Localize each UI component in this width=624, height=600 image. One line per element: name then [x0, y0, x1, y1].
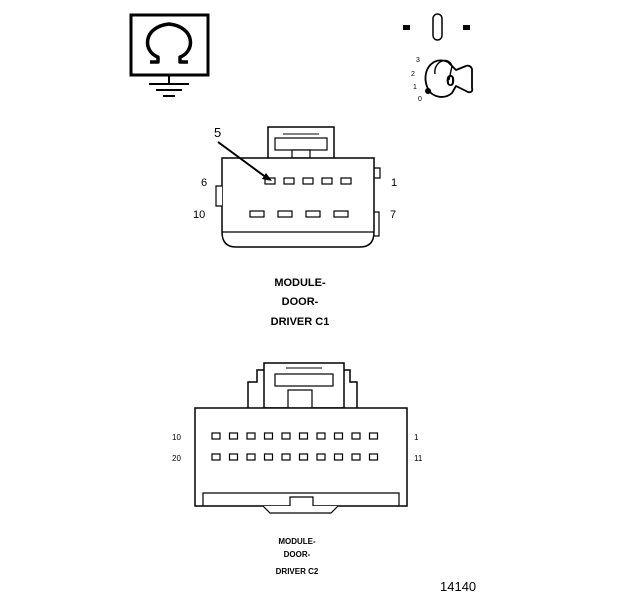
c1-callout-arrowhead [262, 173, 272, 181]
fuse-link-icon [432, 13, 443, 41]
c1-cavity [264, 177, 276, 185]
c1-cavity [277, 210, 293, 218]
c1-pin-label-10: 10 [193, 209, 205, 221]
c2-cavity [263, 432, 274, 440]
c2-cavity [351, 432, 361, 440]
connector-c1: 6 1 10 7 5 MODULE- DOOR- DRIVER C1 [193, 125, 397, 328]
c2-pin-label-1: 1 [414, 433, 419, 442]
c2-cavity [316, 453, 326, 461]
omega-icon [145, 22, 193, 64]
c2-cavity [298, 432, 309, 440]
c1-latch-inner [274, 137, 328, 151]
c1-cavity-group [249, 177, 352, 218]
c2-pin-label-11: 11 [414, 454, 423, 463]
key-position-dot [425, 88, 431, 94]
c1-cavity [321, 177, 333, 185]
c1-pin-label-7: 7 [390, 209, 396, 221]
c1-title-line-3: DRIVER C1 [271, 316, 330, 328]
c1-cavity [333, 210, 349, 218]
c1-pin-label-6: 6 [201, 177, 207, 189]
c2-title-line-3: DRIVER C2 [276, 567, 319, 576]
c2-bottom-rail [202, 492, 400, 506]
c2-title-line-2: DOOR- [284, 550, 311, 559]
c2-cavity [333, 432, 344, 440]
c1-title-line-1: MODULE- [274, 277, 326, 289]
c1-side-rib-left [215, 185, 222, 207]
c2-cavity [316, 432, 326, 440]
ignition-position-3: 3 [416, 57, 420, 64]
c2-cavity [368, 453, 379, 461]
ignition-key-stem [434, 59, 453, 81]
c2-cavity [228, 432, 239, 440]
c2-latch-tab [287, 389, 313, 409]
c1-callout-label: 5 [214, 125, 221, 140]
disconnect-mark-right [463, 25, 470, 30]
connector-c2: 10 1 20 11 MODULE- DOOR- DRIVER C2 [172, 362, 423, 576]
c2-cavity [281, 432, 291, 440]
c1-housing [221, 157, 375, 248]
c2-cavity [263, 453, 274, 461]
ohmmeter-symbol [129, 13, 210, 97]
ignition-switch-symbol: 3 2 1 0 0 [403, 13, 474, 103]
c2-pin-label-10: 10 [172, 433, 181, 442]
c2-latch-window [274, 373, 334, 387]
c1-cavity [340, 177, 352, 185]
c2-bottom-key [262, 496, 339, 514]
c1-callout-leader [217, 141, 268, 179]
c2-cavity [281, 453, 291, 461]
c2-cavity [228, 453, 239, 461]
ignition-position-2: 2 [411, 71, 415, 78]
disconnect-mark-left [403, 25, 410, 30]
c2-cavity [351, 453, 361, 461]
ignition-off-marker: 0 [446, 73, 455, 90]
c2-cavity [368, 432, 379, 440]
c2-cavity [211, 432, 221, 440]
c1-latch-tab [291, 149, 311, 159]
c2-cavity [333, 453, 344, 461]
c1-cavity [305, 210, 321, 218]
c2-pin-label-20: 20 [172, 454, 181, 463]
c2-cavity [298, 453, 309, 461]
c1-cavity [283, 177, 295, 185]
c1-title-line-2: DOOR- [282, 296, 319, 308]
c2-cavity [246, 432, 256, 440]
c2-cavity [211, 453, 221, 461]
c2-cavity [246, 453, 256, 461]
c2-title-line-1: MODULE- [278, 537, 316, 546]
ignition-position-1: 1 [413, 84, 417, 91]
figure-number: 14140 [440, 579, 476, 594]
ignition-position-0: 0 [418, 96, 422, 103]
c1-side-rib-right [374, 167, 381, 237]
c1-pin-label-1: 1 [391, 177, 397, 189]
c1-cavity [302, 177, 314, 185]
c2-cavity-group [211, 432, 379, 461]
c1-cavity [249, 210, 265, 218]
